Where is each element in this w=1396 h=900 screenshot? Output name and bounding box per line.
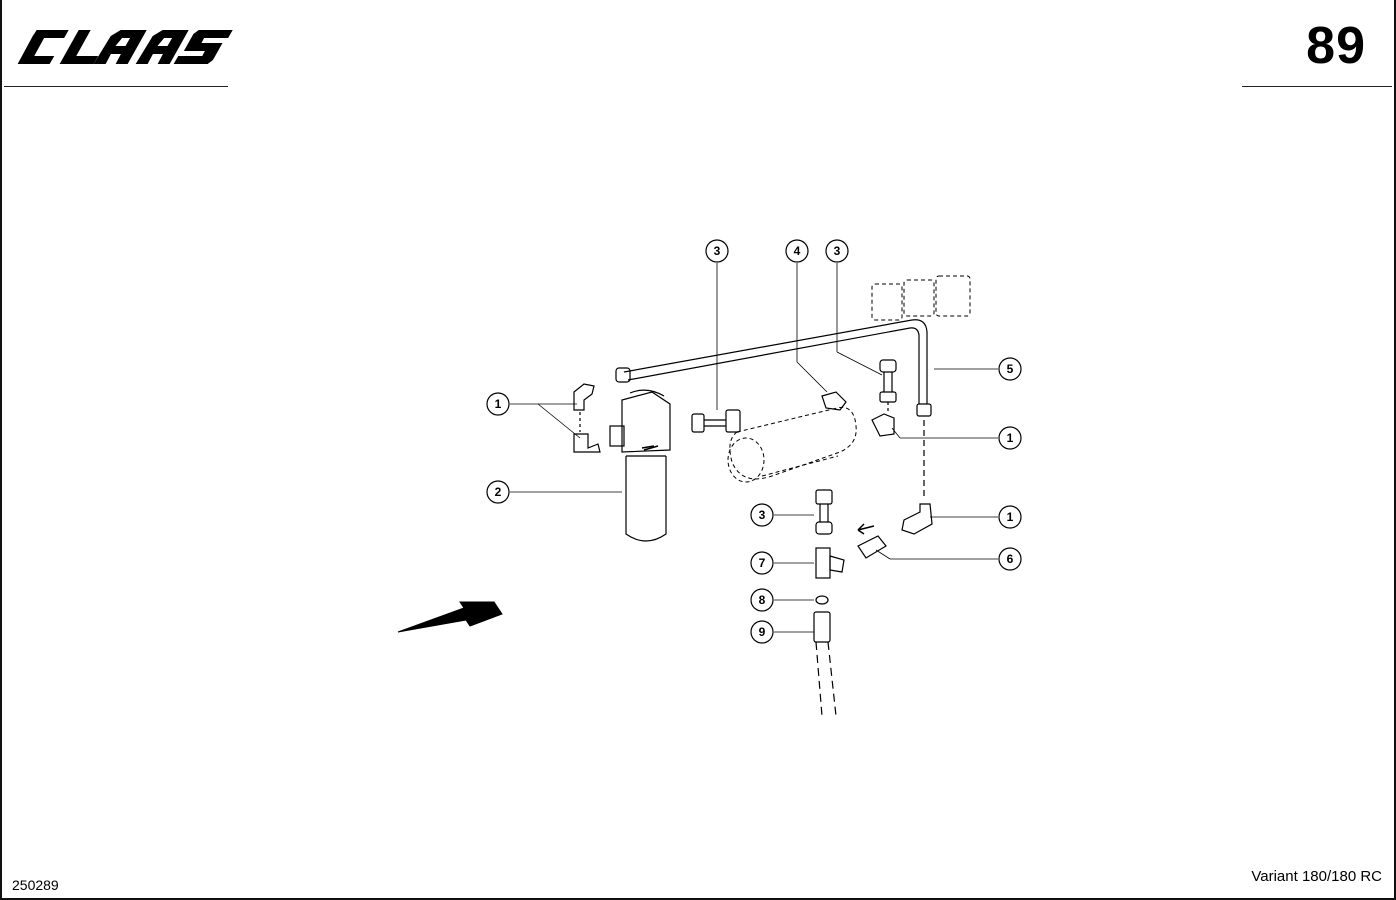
svg-text:4: 4 [794,244,801,258]
svg-text:1: 1 [1007,431,1014,445]
callout-7: 7 [750,551,774,575]
valve-blocks [871,275,971,321]
callout-5: 5 [998,357,1022,381]
callout-9: 9 [750,620,774,644]
callout-8: 8 [750,588,774,612]
svg-text:2: 2 [495,485,502,499]
leader-lines [510,263,998,633]
svg-text:1: 1 [1007,510,1014,524]
banjo-bolt-3-top [691,409,741,433]
header-rule-left [4,86,228,87]
elbow-fittings-left [573,383,601,453]
claas-logo-graphic [17,30,233,64]
pipe-5 [615,319,932,417]
callout-2: 2 [486,480,510,504]
svg-text:5: 5 [1007,362,1014,376]
exploded-parts-diagram: 1 2 3 4 3 5 1 3 1 6 7 8 9 [397,239,1022,717]
callouts: 1 2 3 4 3 5 1 3 1 6 7 8 9 [486,239,1022,644]
header-rule-right [1242,86,1392,87]
banjo-bolt-3-lower [815,489,833,535]
callout-3-lower: 3 [750,503,774,527]
flow-arrow-filter-icon [643,445,659,451]
flow-arrow-icon [857,523,875,535]
svg-text:7: 7 [759,556,766,570]
svg-text:9: 9 [759,625,766,639]
svg-text:1: 1 [495,397,502,411]
fitting-4 [821,391,847,411]
callout-1-left: 1 [486,392,510,416]
claas-logo [16,26,236,68]
callout-3-top-right: 3 [825,239,849,263]
svg-text:8: 8 [759,593,766,607]
adapter-6 [857,535,887,559]
svg-text:3: 3 [759,508,766,522]
valve-body [727,406,857,483]
callout-1-right-upper: 1 [998,426,1022,450]
filter-2 [609,389,671,542]
hose-9 [813,611,837,717]
callout-1-right-lower: 1 [998,505,1022,529]
document-id: 250289 [12,877,59,893]
svg-text:3: 3 [714,244,721,258]
travel-direction-arrow-icon [397,601,503,633]
svg-text:3: 3 [834,244,841,258]
svg-text:6: 6 [1007,552,1014,566]
tee-7 [815,547,845,579]
page-number: 89 [1306,17,1366,75]
callout-4: 4 [785,239,809,263]
seal-8 [815,595,829,605]
callout-6: 6 [998,547,1022,571]
callout-3-top-left: 3 [705,239,729,263]
model-name: Variant 180/180 RC [1251,868,1382,885]
elbow-right-lower [901,420,933,535]
bolt-and-tee-right [871,359,897,437]
